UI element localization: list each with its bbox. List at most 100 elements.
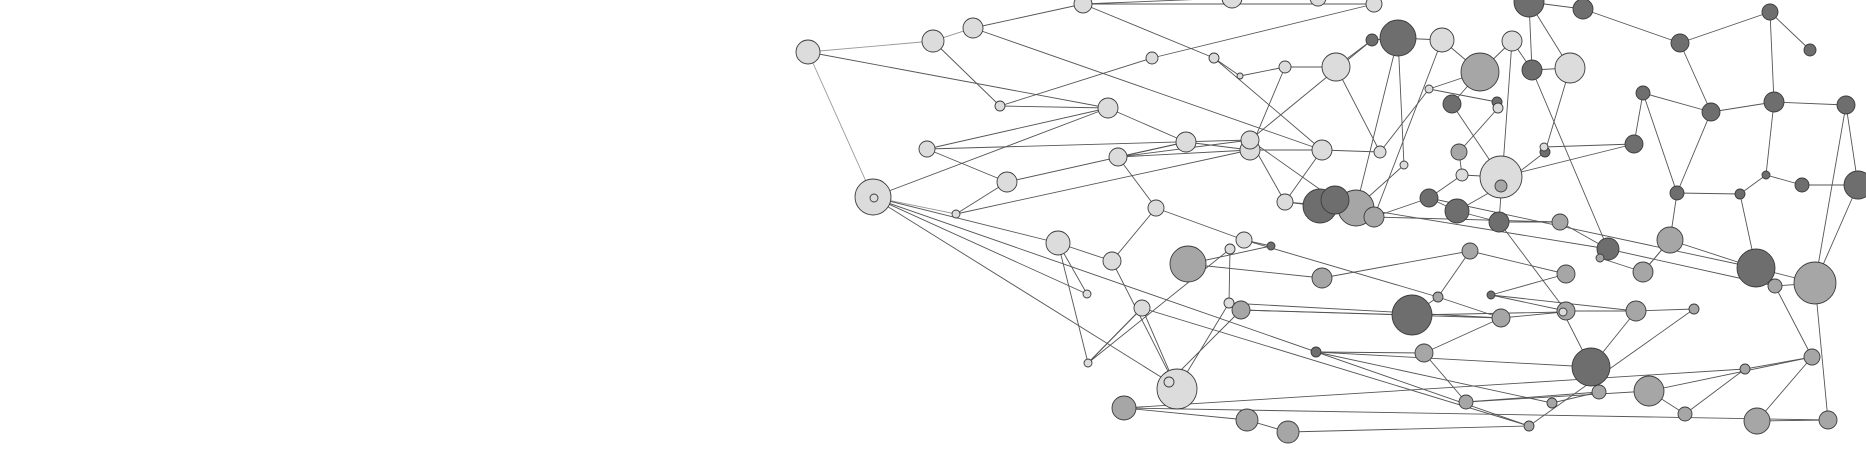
network-edge bbox=[1123, 407, 1829, 421]
network-edge bbox=[1228, 302, 1502, 319]
network-node bbox=[1624, 134, 1644, 154]
network-node bbox=[1223, 297, 1235, 309]
network-node bbox=[1108, 147, 1128, 167]
network-node bbox=[1803, 43, 1817, 57]
network-node bbox=[1763, 91, 1785, 113]
network-node bbox=[1677, 406, 1693, 422]
network-node bbox=[1320, 185, 1350, 215]
network-edge bbox=[1315, 351, 1553, 404]
network-node bbox=[951, 209, 961, 219]
network-node bbox=[1486, 290, 1496, 300]
network-node bbox=[1208, 52, 1220, 64]
network-node bbox=[795, 39, 821, 65]
network-node bbox=[1175, 131, 1197, 153]
network-edge bbox=[932, 40, 1001, 107]
network-node bbox=[1761, 170, 1771, 180]
network-node bbox=[1373, 145, 1387, 159]
network-node bbox=[1572, 0, 1594, 20]
node-layer bbox=[795, 0, 1866, 444]
network-node bbox=[1309, 0, 1327, 7]
network-node bbox=[918, 140, 936, 158]
network-edge bbox=[1423, 317, 1502, 354]
network-edge bbox=[1107, 107, 1187, 143]
network-edge bbox=[872, 196, 1059, 244]
network-node bbox=[1701, 102, 1721, 122]
network-edge bbox=[1187, 263, 1323, 279]
network-node bbox=[1761, 3, 1779, 21]
network-node bbox=[1688, 303, 1700, 315]
network-node bbox=[1310, 346, 1322, 358]
network-node bbox=[1363, 206, 1385, 228]
network-node bbox=[1546, 397, 1558, 409]
network-node bbox=[1554, 52, 1586, 84]
network-edge bbox=[1769, 11, 1811, 51]
network-edge bbox=[1814, 282, 1829, 421]
network-node bbox=[1444, 198, 1470, 224]
network-edge bbox=[1500, 143, 1635, 178]
network-node bbox=[994, 100, 1006, 112]
network-edge bbox=[1087, 307, 1143, 364]
network-node bbox=[1669, 185, 1685, 201]
network-edge bbox=[1151, 3, 1375, 59]
network-node bbox=[1235, 231, 1253, 249]
network-edge bbox=[1642, 92, 1712, 113]
network-node bbox=[1276, 420, 1300, 444]
network-node bbox=[1632, 261, 1654, 283]
network-edge bbox=[1773, 101, 1847, 106]
network-node bbox=[1235, 408, 1259, 432]
network-node bbox=[1278, 60, 1292, 74]
network-node bbox=[1321, 52, 1351, 82]
network-node bbox=[962, 17, 984, 39]
network-node bbox=[1221, 0, 1243, 9]
network-node bbox=[1818, 410, 1838, 430]
network-node bbox=[1311, 267, 1333, 289]
network-node bbox=[1147, 199, 1165, 217]
network-edge bbox=[1642, 92, 1678, 194]
network-node bbox=[1656, 226, 1684, 254]
network-edge bbox=[972, 27, 1323, 151]
network-node bbox=[1492, 102, 1504, 114]
network-edge bbox=[972, 3, 1084, 29]
network-node bbox=[1432, 291, 1444, 303]
network-node bbox=[1523, 420, 1535, 432]
network-edge bbox=[1240, 309, 1502, 319]
network-node bbox=[1513, 0, 1545, 18]
network-node bbox=[1793, 261, 1837, 305]
network-node bbox=[1266, 241, 1276, 251]
network-node bbox=[1097, 97, 1119, 119]
network-edge bbox=[1710, 101, 1775, 113]
network-edge bbox=[1411, 311, 1564, 316]
network-edge bbox=[1243, 239, 1439, 298]
network-edge bbox=[1321, 250, 1471, 279]
network-edge bbox=[1141, 307, 1530, 427]
network-edge bbox=[1315, 351, 1425, 354]
network-node bbox=[1460, 52, 1500, 92]
network-edge bbox=[807, 51, 874, 198]
network-edge bbox=[1335, 66, 1381, 153]
network-edge bbox=[926, 139, 1251, 150]
network-edge bbox=[1528, 308, 1695, 427]
network-edge bbox=[1500, 311, 1564, 319]
network-edge bbox=[1379, 88, 1430, 153]
network-edge bbox=[1437, 296, 1502, 319]
network-node bbox=[1739, 363, 1751, 375]
network-node bbox=[1743, 407, 1771, 435]
network-node bbox=[1558, 307, 1568, 317]
network-edge bbox=[1676, 192, 1741, 195]
network-node bbox=[1156, 368, 1198, 410]
network-node bbox=[1625, 300, 1647, 322]
network-edge bbox=[955, 149, 1251, 215]
network-node bbox=[1461, 242, 1479, 260]
network-edge bbox=[1490, 294, 1567, 312]
network-node bbox=[1424, 84, 1434, 94]
network-edge bbox=[1117, 149, 1251, 158]
network-edge bbox=[999, 105, 1109, 109]
network-edge bbox=[926, 107, 1109, 150]
network-node bbox=[1083, 358, 1093, 368]
network-node bbox=[1111, 395, 1137, 421]
network-node bbox=[1571, 347, 1611, 387]
network-edge bbox=[1185, 141, 1251, 151]
network-edge bbox=[1765, 101, 1775, 176]
network-node bbox=[1635, 85, 1651, 101]
network-node bbox=[1633, 375, 1665, 407]
